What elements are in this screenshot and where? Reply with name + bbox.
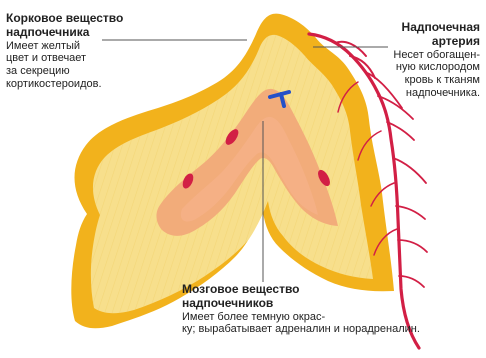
cortex-title-line-2: надпочечника <box>6 26 123 40</box>
artery-description-line-2: ную кислородом <box>393 61 480 74</box>
artery-label: Надпочечная артерия Несет обогащен- ную … <box>393 21 480 99</box>
medulla-title: Мозговое вещество надпочечников <box>182 283 420 311</box>
cortex-description-line-2: цвет и отвечает <box>6 52 123 65</box>
medulla-description: Имеет более темную окрас- ку; вырабатыва… <box>182 311 420 336</box>
artery-title-line-2: артерия <box>393 35 480 49</box>
artery-title: Надпочечная артерия <box>393 21 480 49</box>
cortex-label: Корковое вещество надпочечника Имеет жел… <box>6 12 123 90</box>
medulla-title-line-1: Мозговое вещество <box>182 283 420 297</box>
medulla-title-line-2: надпочечников <box>182 297 420 311</box>
cortex-description-line-3: за секрецию <box>6 65 123 78</box>
cortex-description-line-1: Имеет желтый <box>6 40 123 53</box>
artery-description: Несет обогащен- ную кислородом кровь к т… <box>393 49 480 100</box>
artery-description-line-1: Несет обогащен- <box>393 49 480 62</box>
cortex-description: Имеет желтый цвет и отвечает за секрецию… <box>6 40 123 91</box>
medulla-description-line-1: Имеет более темную окрас- <box>182 311 420 324</box>
cortex-description-line-4: кортикостероидов. <box>6 78 123 91</box>
artery-description-line-3: кровь к тканям <box>393 74 480 87</box>
medulla-description-line-2: ку; вырабатывает адреналин и норадренали… <box>182 323 420 336</box>
cortex-title: Корковое вещество надпочечника <box>6 12 123 40</box>
artery-title-line-1: Надпочечная <box>393 21 480 35</box>
artery-description-line-4: надпочечника. <box>393 87 480 100</box>
cortex-title-line-1: Корковое вещество <box>6 12 123 26</box>
medulla-label: Мозговое вещество надпочечников Имеет бо… <box>182 283 420 336</box>
